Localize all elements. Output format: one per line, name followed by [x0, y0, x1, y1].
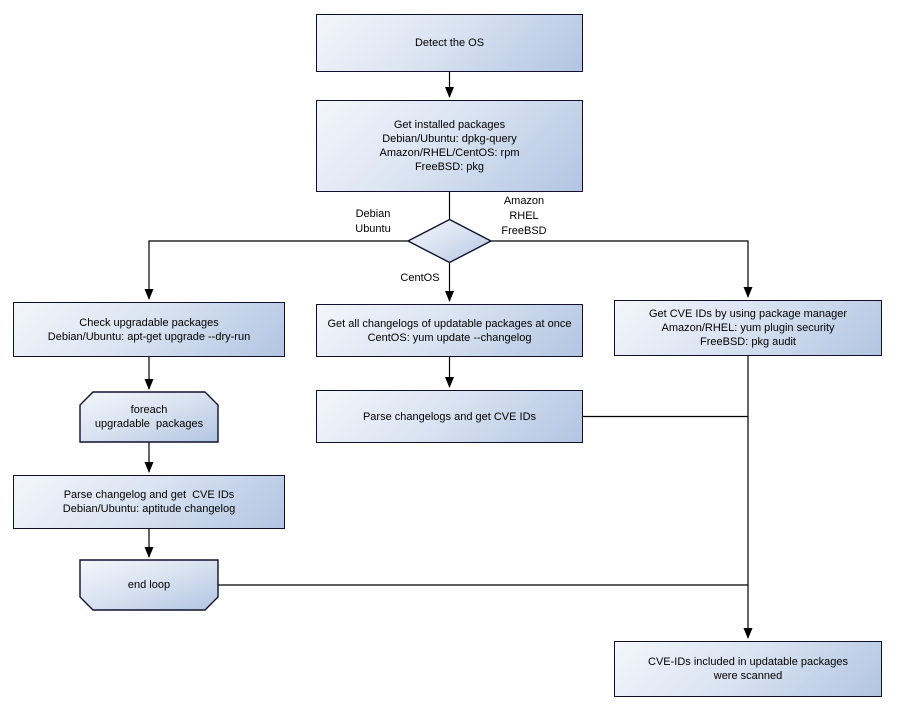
edge-label-centos: CentOS	[400, 272, 440, 284]
node-parse-changelogs: Parse changelogs and get CVE IDs	[316, 390, 583, 443]
node-detect-os: Detect the OS	[316, 14, 583, 72]
edge-decision-to-get-cve	[490, 240, 753, 298]
node-get-all-changelogs: Get all changelogs of updatable packages…	[316, 304, 583, 357]
end-loop-shape	[79, 559, 219, 611]
node-end-loop-label: end loop	[127, 579, 171, 591]
decision-diamond	[406, 218, 493, 264]
edge-decision-to-check-upgradable	[144, 240, 409, 300]
foreach-loop-shape	[79, 391, 219, 443]
